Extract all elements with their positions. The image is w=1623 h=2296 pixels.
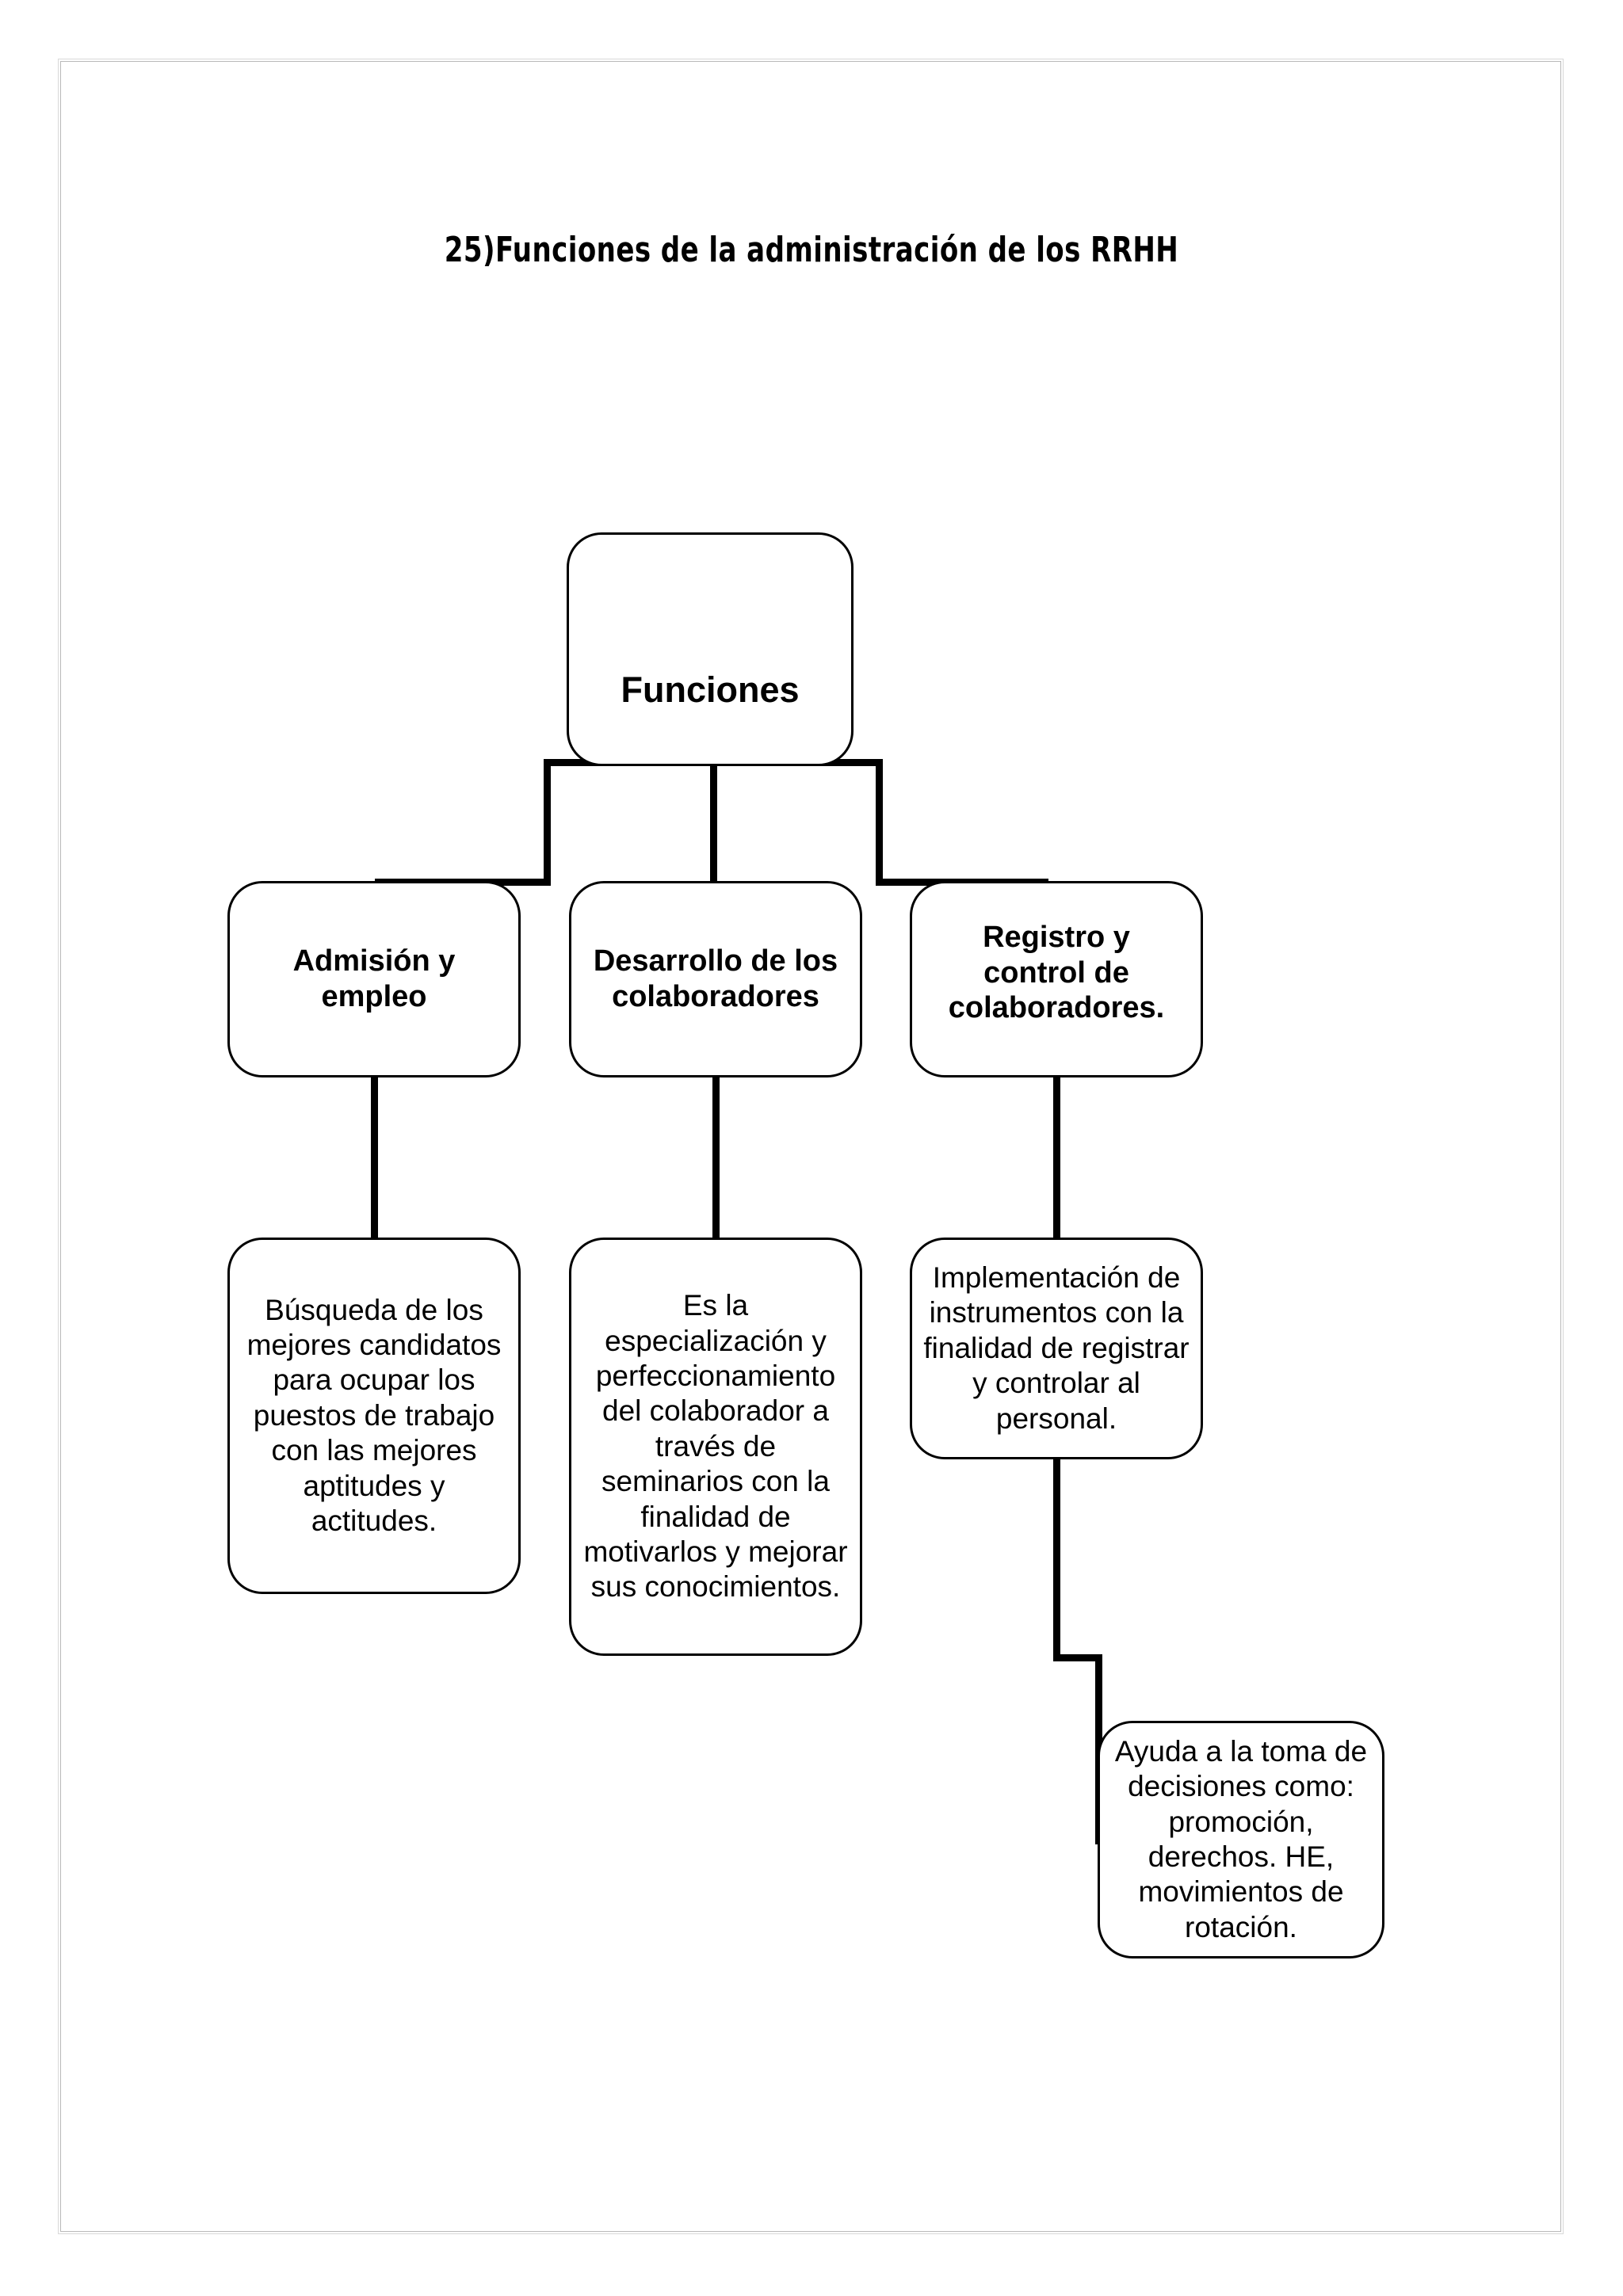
node-admision-label: Admisión y empleo: [292, 944, 456, 1013]
connector-implementacion-to-ayuda-segment-2: [1053, 1654, 1102, 1661]
connector-root-drop-right: [876, 759, 883, 886]
connector-root-drop-middle: [710, 759, 717, 884]
node-funciones-label: Funciones: [621, 669, 800, 711]
connector-registro-to-implementacion: [1053, 1076, 1060, 1241]
node-desarrollo-label: Desarrollo de los colaboradores: [593, 944, 838, 1013]
connector-desarrollo-to-especializacion: [712, 1076, 720, 1241]
node-registro-label: Registro y control de colaboradores.: [948, 920, 1165, 1025]
connector-implementacion-to-ayuda-segment-1: [1053, 1458, 1060, 1661]
node-admision-y-empleo[interactable]: Admisión y empleo: [227, 881, 521, 1077]
node-busqueda-label: Búsqueda de los mejores candidatos para …: [246, 1293, 502, 1537]
node-implementacion-label: Implementación de instrumentos con la fi…: [923, 1261, 1190, 1435]
node-busqueda-candidatos[interactable]: Búsqueda de los mejores candidatos para …: [227, 1238, 521, 1594]
node-ayuda-label: Ayuda a la toma de decisiones como: prom…: [1114, 1734, 1368, 1943]
node-especializacion-label: Es la especialización y perfeccionamient…: [583, 1289, 848, 1604]
page-title: 25)Funciones de la administración de los…: [444, 230, 1179, 270]
node-desarrollo-colaboradores[interactable]: Desarrollo de los colaboradores: [569, 881, 862, 1077]
node-implementacion-instrumentos[interactable]: Implementación de instrumentos con la fi…: [910, 1238, 1203, 1459]
node-especializacion-perfeccionamiento[interactable]: Es la especialización y perfeccionamient…: [569, 1238, 862, 1656]
node-ayuda-toma-decisiones[interactable]: Ayuda a la toma de decisiones como: prom…: [1098, 1721, 1384, 1958]
node-registro-control-colaboradores[interactable]: Registro y control de colaboradores.: [910, 881, 1203, 1077]
node-funciones[interactable]: Funciones: [567, 532, 854, 766]
connector-admision-to-busqueda: [371, 1076, 378, 1241]
connector-root-drop-left: [544, 759, 551, 886]
